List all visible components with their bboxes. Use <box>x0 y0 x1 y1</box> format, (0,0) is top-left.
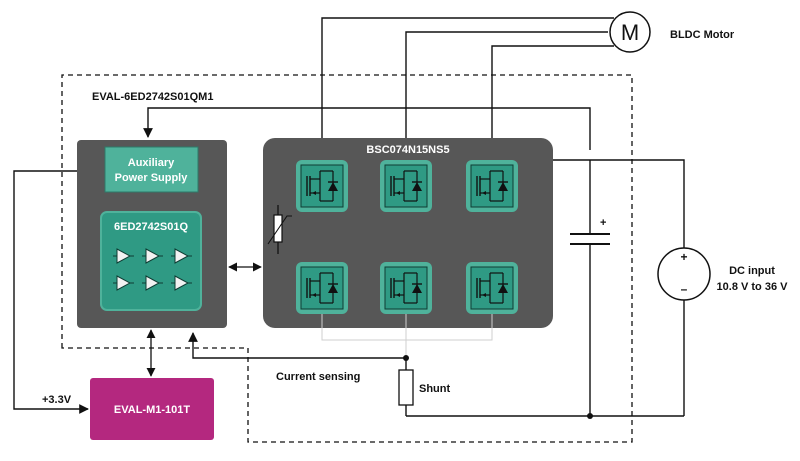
dc-input-label: DC input <box>729 265 775 277</box>
thermistor-icon <box>267 205 292 254</box>
controller-label: EVAL-M1-101T <box>114 404 190 416</box>
mosfet-high-a <box>295 159 349 213</box>
mosfet-low-c <box>465 261 519 315</box>
board-outline <box>61 74 633 443</box>
current-sensing-label: Current sensing <box>276 371 360 383</box>
dc-source-plus: + <box>680 250 687 264</box>
driver-ic-label: 6ED2742S01Q <box>114 221 188 233</box>
motor-symbol: M <box>621 20 639 45</box>
aux-power-block <box>104 146 199 193</box>
aux-feed-wire <box>143 107 591 150</box>
dc-source-minus: – <box>681 282 688 296</box>
mosfet-high-b <box>379 159 433 213</box>
shunt-resistor <box>398 369 414 406</box>
motor-circle <box>609 11 651 53</box>
mosfet-high-c <box>465 159 519 213</box>
dc-bus-positive <box>553 159 685 248</box>
low-side-source-lines <box>321 314 493 358</box>
dc-input-range: 10.8 V to 36 V <box>717 281 789 293</box>
supply-3v3-wire <box>13 170 89 414</box>
aux-power-line2: Power Supply <box>115 172 189 184</box>
controller-block <box>90 378 214 440</box>
mosfet-low-a <box>295 261 349 315</box>
motor-label: BLDC Motor <box>670 29 735 41</box>
ground-node <box>587 413 593 419</box>
supply-3v3-label: +3.3V <box>42 394 72 406</box>
board-label: EVAL-6ED2742S01QM1 <box>92 91 213 103</box>
capacitor-polarity: + <box>600 217 606 229</box>
shunt-label: Shunt <box>419 383 450 395</box>
mosfet-low-b <box>379 261 433 315</box>
aux-power-line1: Auxiliary <box>128 157 175 169</box>
mosfet-bank-label: BSC074N15NS5 <box>366 144 449 156</box>
current-sense-wire <box>188 332 406 359</box>
